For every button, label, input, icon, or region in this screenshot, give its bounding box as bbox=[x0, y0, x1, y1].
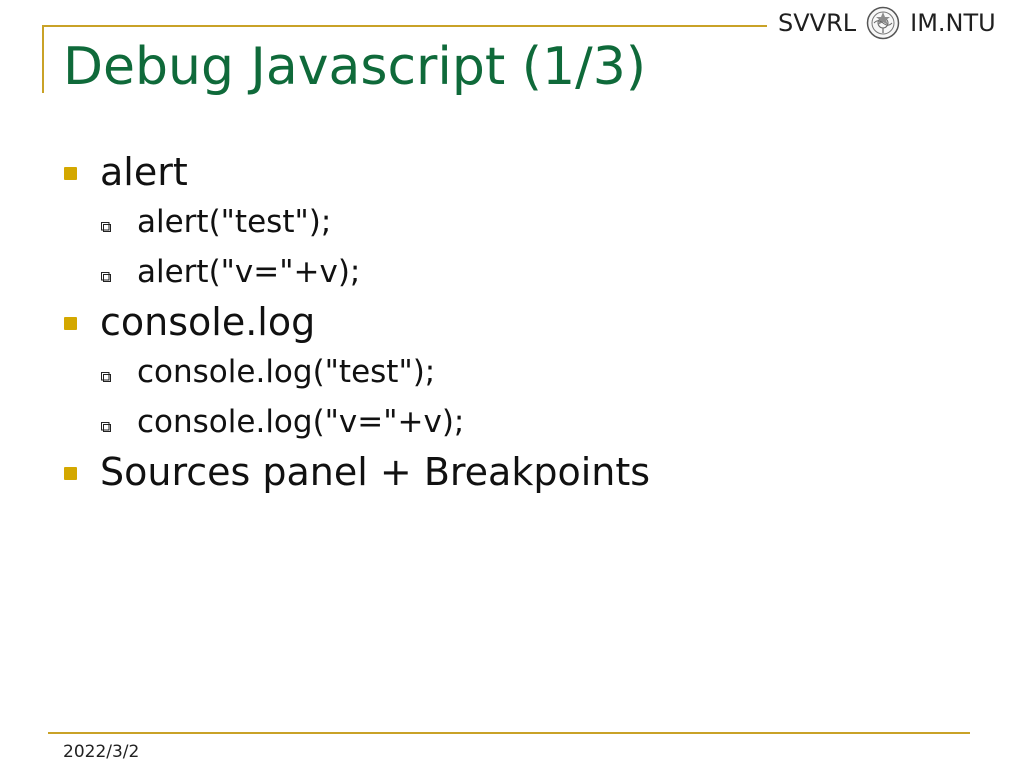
footer-rule bbox=[48, 732, 970, 734]
brand-right: IM.NTU bbox=[910, 9, 996, 37]
checkbox-bullet-icon bbox=[101, 272, 111, 282]
square-bullet-icon bbox=[64, 467, 77, 480]
square-bullet-icon bbox=[64, 317, 77, 330]
checkbox-bullet-icon bbox=[101, 222, 111, 232]
bullet-item-sources-breakpoints: Sources panel + Breakpoints bbox=[0, 447, 1024, 497]
bullet-item-alert: alert bbox=[0, 147, 1024, 197]
subbullet-item-alert-test: alert("test"); bbox=[0, 197, 1024, 247]
bullet-item-console-log: console.log bbox=[0, 297, 1024, 347]
square-bullet-icon bbox=[64, 167, 77, 180]
subbullet-label: console.log("v="+v); bbox=[137, 404, 465, 440]
checkbox-bullet-icon bbox=[101, 422, 111, 432]
checkbox-bullet-icon bbox=[101, 372, 111, 382]
bullet-label: alert bbox=[100, 150, 188, 194]
top-rule bbox=[42, 25, 767, 27]
subbullet-label: alert("v="+v); bbox=[137, 254, 361, 290]
header-brand: SVVRL IM.NTU bbox=[778, 5, 996, 41]
subbullet-item-alert-variable: alert("v="+v); bbox=[0, 247, 1024, 297]
slide-content: alert alert("test"); alert("v="+v); cons… bbox=[0, 147, 1024, 497]
brand-left: SVVRL bbox=[778, 9, 857, 37]
bullet-label: Sources panel + Breakpoints bbox=[100, 450, 651, 494]
subbullet-label: alert("test"); bbox=[137, 204, 332, 240]
subbullet-item-console-variable: console.log("v="+v); bbox=[0, 397, 1024, 447]
subbullet-item-console-test: console.log("test"); bbox=[0, 347, 1024, 397]
bullet-label: console.log bbox=[100, 300, 316, 344]
slide-title: Debug Javascript (1/3) bbox=[63, 37, 647, 97]
subbullet-label: console.log("test"); bbox=[137, 354, 436, 390]
footer-date: 2022/3/2 bbox=[63, 742, 140, 762]
left-rule bbox=[42, 25, 44, 93]
university-seal-icon bbox=[866, 6, 900, 40]
